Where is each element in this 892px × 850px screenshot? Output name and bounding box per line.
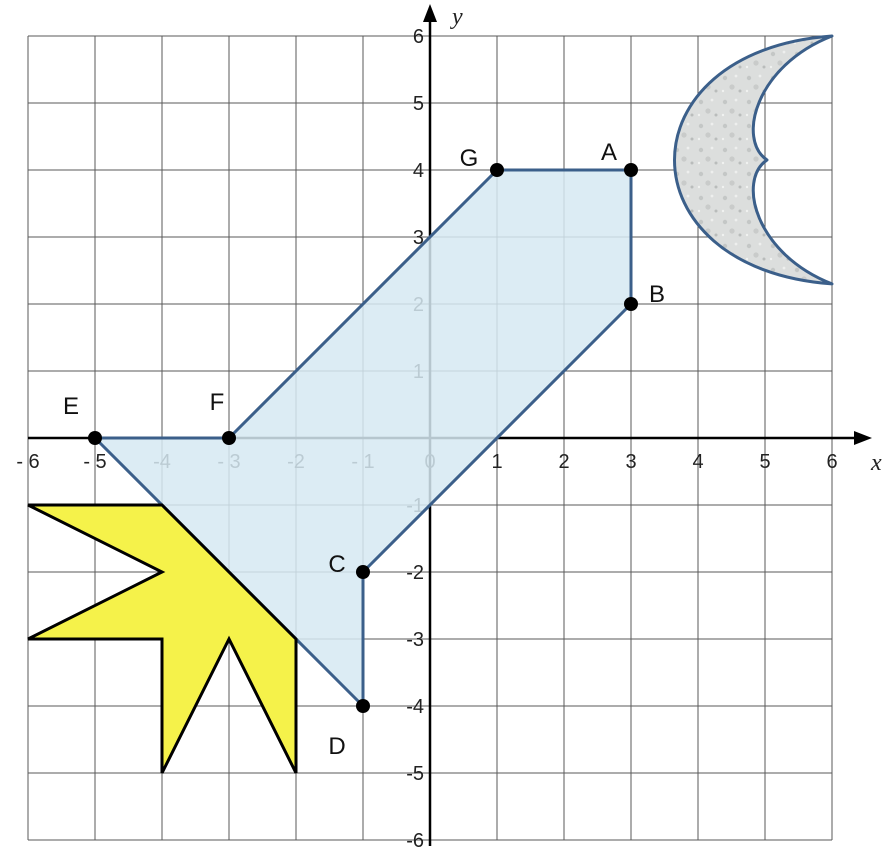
x-tick-label: - 5 <box>83 451 106 473</box>
y-tick-label: -4 <box>406 696 424 718</box>
x-tick-label: 2 <box>558 451 569 473</box>
y-axis-label: y <box>450 4 463 30</box>
y-axis-arrow <box>423 4 437 22</box>
point-c <box>356 565 370 579</box>
labeled-points: G A B C D E F <box>63 139 665 760</box>
x-tick-label: - 6 <box>16 451 39 473</box>
point-label-d: D <box>328 733 345 760</box>
x-tick-label: 4 <box>692 451 703 473</box>
x-tick-label: 6 <box>826 451 837 473</box>
point-label-a: A <box>601 139 617 166</box>
point-a <box>624 163 638 177</box>
y-tick-label: 6 <box>413 26 424 48</box>
shapes <box>27 34 834 774</box>
x-tick-label: 1 <box>491 451 502 473</box>
point-f <box>222 431 236 445</box>
x-axis-label: x <box>870 450 882 476</box>
y-tick-label: -6 <box>406 830 424 850</box>
y-tick-label: -5 <box>406 763 424 785</box>
moon-shape <box>673 34 834 286</box>
point-label-f: F <box>210 389 225 416</box>
point-b <box>624 297 638 311</box>
point-label-c: C <box>328 551 345 578</box>
x-tick-label: 5 <box>759 451 770 473</box>
y-tick-label: -2 <box>406 562 424 584</box>
point-label-b: B <box>649 281 665 308</box>
y-tick-label: 5 <box>413 93 424 115</box>
point-label-g: G <box>460 145 479 172</box>
y-tick-label: 4 <box>413 160 424 182</box>
point-e <box>88 431 102 445</box>
point-g <box>490 163 504 177</box>
star-shape <box>27 503 298 774</box>
point-label-e: E <box>63 393 79 420</box>
y-tick-label: 3 <box>413 227 424 249</box>
x-tick-label: 3 <box>625 451 636 473</box>
point-d <box>356 699 370 713</box>
y-tick-label: -3 <box>406 629 424 651</box>
x-axis-arrow <box>854 431 872 445</box>
